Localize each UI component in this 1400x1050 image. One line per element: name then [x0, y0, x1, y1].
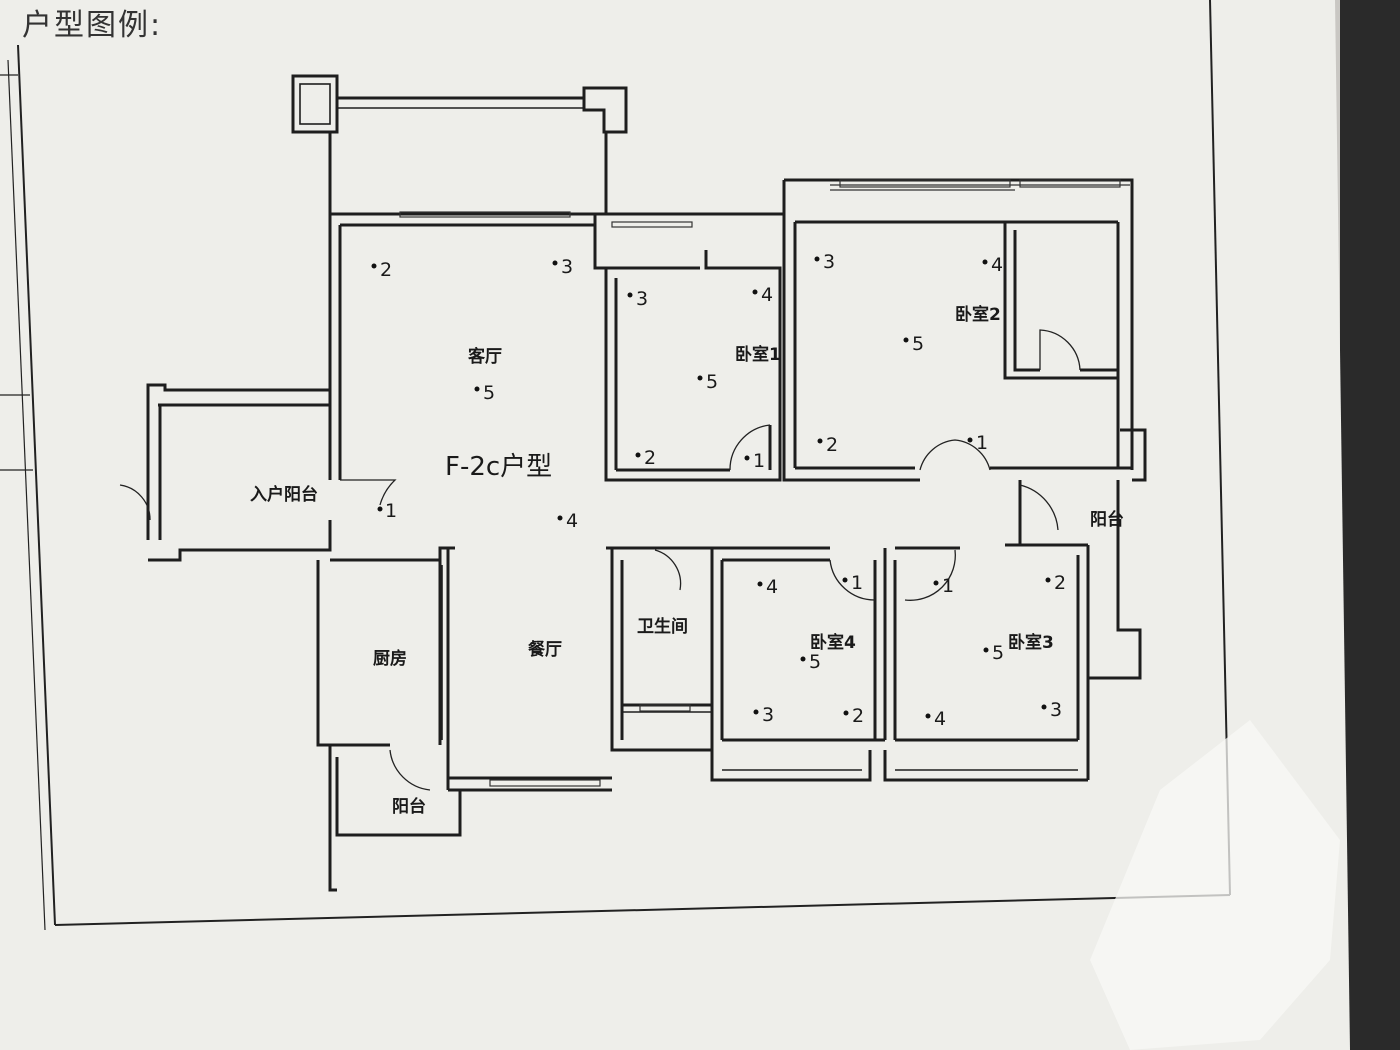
walls [146, 74, 1147, 892]
plan-type-label: F-2c户型 [445, 452, 552, 482]
window [839, 179, 1011, 188]
point-label: 4 [761, 284, 773, 306]
point-label: 5 [912, 333, 924, 355]
page-border-left [17, 44, 56, 926]
door-swing [1019, 484, 1059, 531]
door-swing [1039, 329, 1081, 371]
point-label: 1 [385, 500, 397, 522]
window [611, 221, 693, 228]
room-labels: 客厅 F-2c户型 餐厅 卧室1 卧室2 卧室4 卧室3 入户阳台 厨房 卫生间… [250, 304, 1124, 817]
point-label: 2 [826, 434, 838, 456]
room-label-bedroom4: 卧室4 [810, 632, 856, 653]
page-border-bottom [54, 894, 1231, 926]
door-swing [119, 484, 151, 521]
point-label: 1 [753, 450, 765, 472]
point-label: 5 [706, 371, 718, 393]
point-label: 5 [483, 382, 495, 404]
windows [399, 179, 1121, 787]
point-label: 1 [851, 572, 863, 594]
point-label: 3 [1050, 699, 1062, 721]
point-label: 1 [942, 575, 954, 597]
window [489, 779, 601, 787]
column [582, 86, 628, 134]
room-label-entry-balcony: 入户阳台 [250, 484, 318, 505]
room-label-bedroom3: 卧室3 [1008, 632, 1054, 653]
door-swing [729, 424, 771, 471]
point-label: 5 [992, 642, 1004, 664]
point-label: 1 [976, 432, 988, 454]
glare [1090, 720, 1340, 1050]
room-label-balcony-east: 阳台 [1090, 509, 1124, 530]
point-label: 3 [561, 256, 573, 278]
room-label-bathroom: 卫生间 [637, 616, 688, 637]
room-label-bedroom2: 卧室2 [955, 304, 1001, 325]
door-swing [829, 559, 876, 601]
point-label: 4 [766, 576, 778, 598]
room-label-living: 客厅 [467, 346, 502, 367]
door-swing [654, 549, 682, 591]
column [291, 74, 339, 134]
point-label: 4 [934, 708, 946, 730]
point-label: 4 [566, 510, 578, 532]
door-swing [340, 479, 397, 506]
point-label: 3 [636, 288, 648, 310]
point-label: 2 [1054, 572, 1066, 594]
door-swing [904, 549, 956, 601]
legend-title: 户型图例: [22, 8, 162, 43]
point-label: 3 [762, 704, 774, 726]
window [639, 704, 691, 712]
room-label-bedroom1: 卧室1 [735, 344, 781, 365]
point-label: 2 [644, 447, 656, 469]
measurement-points: 2 3 5 4 1 3 4 5 2 1 3 4 5 2 1 4 1 5 3 2 … [371, 251, 1066, 730]
room-label-kitchen: 厨房 [373, 648, 407, 669]
window [1019, 179, 1121, 188]
doors [119, 329, 1081, 791]
column [299, 83, 331, 125]
door-swing [919, 439, 991, 471]
room-label-dining: 餐厅 [528, 639, 562, 660]
room-label-balcony-south: 阳台 [392, 796, 426, 817]
window [399, 211, 571, 218]
point-label: 2 [852, 705, 864, 727]
point-label: 4 [991, 254, 1003, 276]
desk-background [1340, 0, 1400, 1050]
page-margin-line [7, 59, 46, 931]
point-label: 3 [823, 251, 835, 273]
door-swing [389, 749, 431, 791]
point-label: 5 [809, 651, 821, 673]
point-label: 2 [380, 259, 392, 281]
